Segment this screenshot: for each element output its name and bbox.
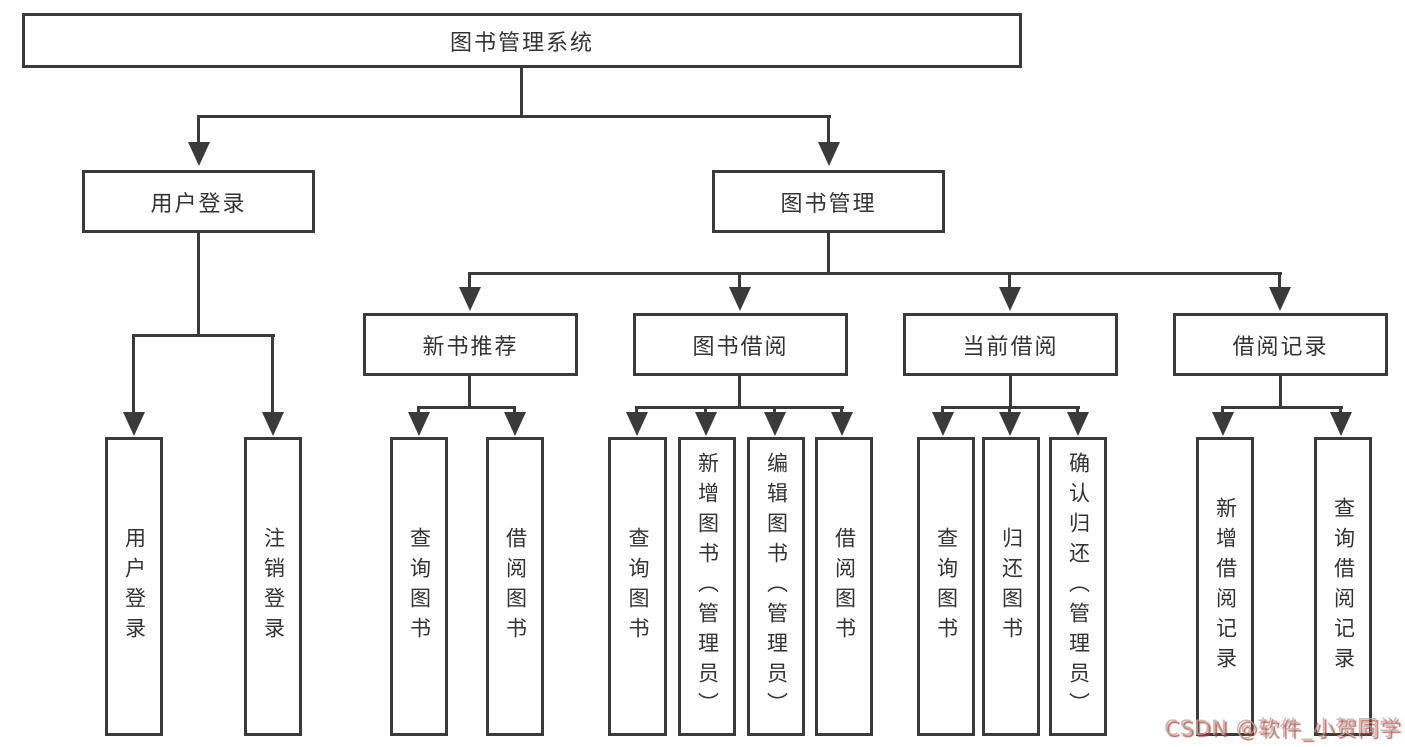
leaf-query-books-3: 查询图书 xyxy=(917,437,975,736)
node-current-borrow: 当前借阅 xyxy=(903,313,1118,376)
connector-line xyxy=(704,406,707,414)
connector-line xyxy=(738,374,741,409)
connector-line xyxy=(636,406,844,409)
node-user-login-label: 用户登录 xyxy=(150,191,247,217)
connector-line xyxy=(468,374,471,409)
connector-line xyxy=(773,406,776,414)
leaf-borrow-books-2-label: 借阅图书 xyxy=(832,526,857,647)
arrow-down-icon xyxy=(1269,287,1291,311)
connector-line xyxy=(468,272,471,289)
connector-line xyxy=(1008,406,1011,414)
arrow-down-icon xyxy=(626,412,648,436)
leaf-return-books: 归还图书 xyxy=(982,437,1040,736)
leaf-add-books-admin-label: 新增图书（管理员） xyxy=(695,451,720,722)
leaf-query-books-3-label: 查询图书 xyxy=(934,526,959,647)
connector-line xyxy=(840,406,843,414)
connector-line xyxy=(513,406,516,414)
csdn-watermark: CSDN @软件_小贺同学 xyxy=(1163,716,1401,740)
leaf-borrow-books-1-label: 借阅图书 xyxy=(503,526,528,647)
connector-line xyxy=(271,334,274,414)
connector-line xyxy=(1279,374,1282,409)
arrow-down-icon xyxy=(999,287,1021,311)
node-new-book-recommend-label: 新书推荐 xyxy=(422,334,519,360)
connector-line xyxy=(635,406,638,414)
connector-line xyxy=(827,115,830,144)
connector-line xyxy=(941,406,944,414)
connector-line xyxy=(1339,406,1342,414)
leaf-add-books-admin: 新增图书（管理员） xyxy=(678,437,736,736)
node-book-borrow-label: 图书借阅 xyxy=(692,334,789,360)
leaf-add-borrow-record-label: 新增借阅记录 xyxy=(1213,496,1238,677)
leaf-query-borrow-record: 查询借阅记录 xyxy=(1314,437,1372,736)
connector-line xyxy=(197,231,200,337)
arrow-down-icon xyxy=(459,287,481,311)
connector-line xyxy=(520,66,523,118)
arrow-down-icon xyxy=(408,412,430,436)
connector-line xyxy=(1222,406,1343,409)
arrow-down-icon xyxy=(123,412,145,436)
arrow-down-icon xyxy=(999,412,1021,436)
leaf-query-books-1-label: 查询图书 xyxy=(407,526,432,647)
leaf-confirm-return-admin: 确认归还（管理员） xyxy=(1049,437,1107,736)
connector-line xyxy=(942,406,1080,409)
connector-line xyxy=(1009,374,1012,409)
leaf-borrow-books-1: 借阅图书 xyxy=(486,437,544,736)
node-borrow-records-label: 借阅记录 xyxy=(1232,334,1329,360)
leaf-logout: 注销登录 xyxy=(244,437,302,736)
node-root-label: 图书管理系统 xyxy=(449,30,594,56)
connector-line xyxy=(827,231,830,275)
leaf-edit-books-admin: 编辑图书（管理员） xyxy=(747,437,805,736)
arrow-down-icon xyxy=(262,412,284,436)
node-current-borrow-label: 当前借阅 xyxy=(962,334,1059,360)
arrow-down-icon xyxy=(932,412,954,436)
arrow-down-icon xyxy=(831,412,853,436)
leaf-borrow-books-2: 借阅图书 xyxy=(815,437,873,736)
leaf-query-books-2-label: 查询图书 xyxy=(626,526,650,647)
connector-line xyxy=(417,406,420,414)
arrow-down-icon xyxy=(188,142,210,166)
connector-line xyxy=(418,406,516,409)
arrow-down-icon xyxy=(504,412,526,436)
leaf-user-login-label: 用户登录 xyxy=(122,526,147,647)
node-borrow-records: 借阅记录 xyxy=(1173,313,1388,376)
arrow-down-icon xyxy=(764,412,786,436)
node-user-login: 用户登录 xyxy=(82,170,315,233)
connector-line xyxy=(133,334,275,337)
connector-line xyxy=(469,272,1282,275)
connector-line xyxy=(132,334,135,414)
arrow-down-icon xyxy=(818,142,840,166)
arrow-down-icon xyxy=(1067,412,1089,436)
connector-line xyxy=(197,115,200,144)
connector-line xyxy=(1221,406,1224,414)
leaf-query-books-2: 查询图书 xyxy=(608,437,667,736)
leaf-query-books-1: 查询图书 xyxy=(390,437,448,736)
node-root: 图书管理系统 xyxy=(22,13,1022,68)
arrow-down-icon xyxy=(695,412,717,436)
node-new-book-recommend: 新书推荐 xyxy=(363,313,578,376)
leaf-add-borrow-record: 新增借阅记录 xyxy=(1196,437,1254,736)
leaf-query-borrow-record-label: 查询借阅记录 xyxy=(1331,496,1356,677)
arrow-down-icon xyxy=(729,287,751,311)
connector-line xyxy=(1278,272,1281,289)
leaf-confirm-return-admin-label: 确认归还（管理员） xyxy=(1066,451,1091,722)
connector-line xyxy=(1076,406,1079,414)
arrow-down-icon xyxy=(1212,412,1234,436)
arrow-down-icon xyxy=(1330,412,1352,436)
node-book-management-label: 图书管理 xyxy=(780,191,877,217)
leaf-edit-books-admin-label: 编辑图书（管理员） xyxy=(764,451,789,722)
node-book-borrow: 图书借阅 xyxy=(633,313,848,376)
connector-line xyxy=(738,272,741,289)
connector-line xyxy=(1008,272,1011,289)
connector-line xyxy=(198,115,831,118)
node-book-management: 图书管理 xyxy=(712,170,945,233)
leaf-logout-label: 注销登录 xyxy=(261,526,286,647)
leaf-return-books-label: 归还图书 xyxy=(999,526,1024,647)
leaf-user-login: 用户登录 xyxy=(105,437,163,736)
